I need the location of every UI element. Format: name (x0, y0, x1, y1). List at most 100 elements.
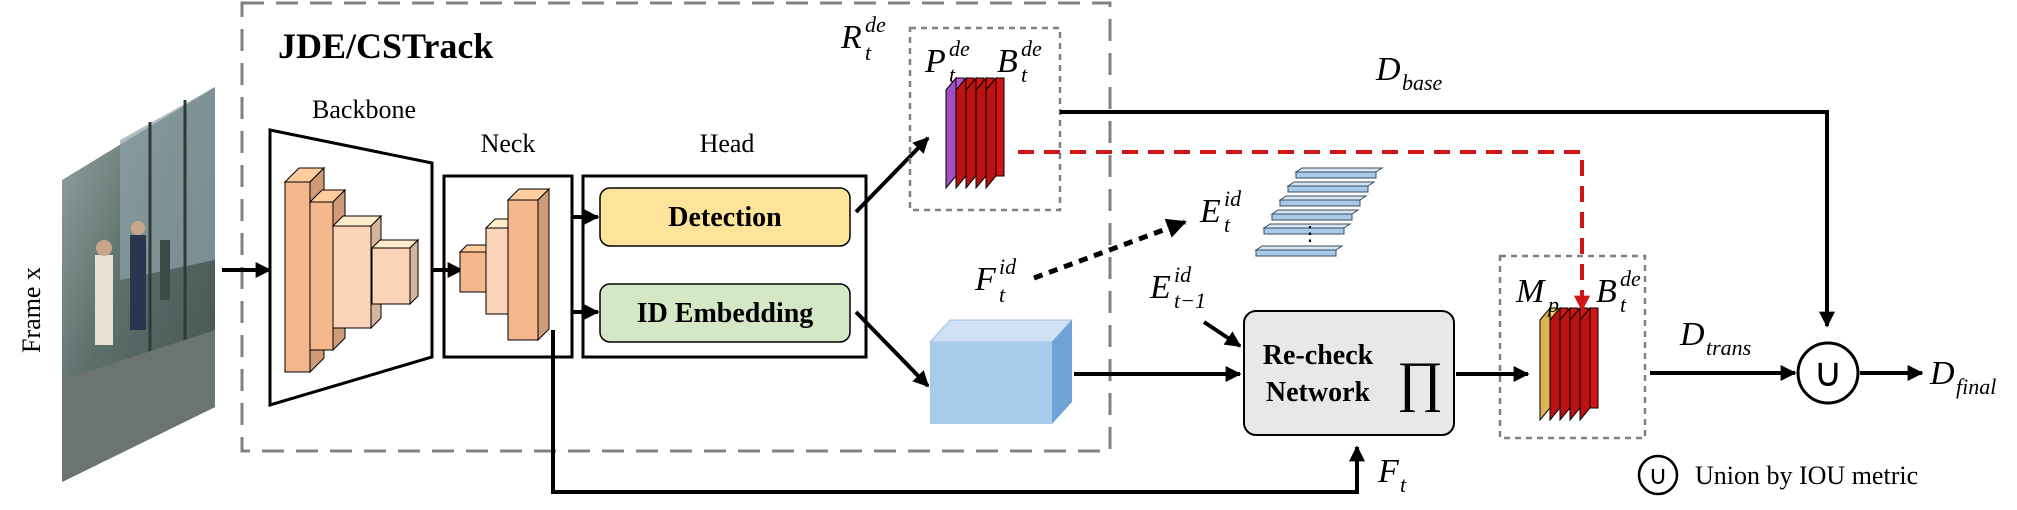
svg-text:t: t (1021, 62, 1028, 87)
svg-text:trans: trans (1706, 335, 1751, 360)
neck-to-recheck-path (551, 330, 1365, 494)
math-label-ft: F t (1377, 453, 1407, 497)
svg-text:t: t (1400, 472, 1407, 497)
svg-text:id: id (1224, 186, 1242, 211)
neck-layers (458, 187, 551, 342)
math-label-fid: F id t (974, 254, 1017, 307)
eid-bar (1263, 227, 1345, 235)
svg-text:P: P (924, 43, 946, 80)
base-to-transfer-red-dashed-arrow (1018, 150, 1590, 312)
svg-text:R: R (840, 19, 862, 56)
math-label-dbase: D base (1375, 51, 1443, 95)
neck-label: Neck (481, 129, 536, 158)
detection-output-box (908, 26, 1062, 212)
backbone-label: Backbone (312, 95, 416, 124)
transfer-sheet (1569, 306, 1581, 422)
math-label-b-detection: B de t (997, 36, 1042, 87)
eid-bar (1287, 185, 1369, 193)
backbone-layer (370, 238, 420, 306)
eid-bar-top (1270, 209, 1360, 215)
framework-title: JDE/CSTrack (278, 26, 493, 66)
svg-text:B: B (997, 43, 1018, 80)
detection-sheet (965, 76, 977, 190)
eid-bar (1295, 171, 1377, 179)
math-label-eid: E id t (1199, 186, 1242, 237)
id-embedding-box (599, 283, 851, 343)
neck-box (442, 174, 574, 359)
detection-to-output-arrow (854, 136, 930, 214)
input-frame-image (62, 87, 215, 482)
svg-text:de: de (865, 12, 886, 37)
legend-union-icon (1637, 454, 1679, 496)
math-label-mp: M p (1515, 273, 1559, 317)
svg-text:F: F (974, 261, 997, 298)
transfer-sheet (1559, 306, 1571, 422)
recheck-label-line2: Network (1266, 377, 1371, 408)
svg-text:id: id (999, 254, 1017, 279)
legend-text: Union by IOU metric (1695, 461, 1918, 490)
eid-stack-ellipsis: ⋮ (1300, 223, 1320, 245)
detection-label: Detection (668, 202, 782, 233)
svg-text:B: B (1596, 273, 1617, 310)
svg-text:base: base (1402, 70, 1443, 95)
svg-text:final: final (1956, 374, 1996, 399)
svg-text:F: F (1377, 453, 1400, 490)
frame-label: Frame x (17, 267, 46, 353)
transfer-sheet-face (1589, 307, 1599, 409)
svg-text:t: t (999, 282, 1006, 307)
union-symbol: ∪ (1813, 350, 1842, 395)
eid-bar (1271, 213, 1353, 221)
detection-output-sheets (945, 76, 1005, 190)
transfer-output-box (1498, 254, 1647, 440)
union-circle (1796, 341, 1860, 405)
svg-text:E: E (1149, 269, 1171, 306)
transfer-output-sheets (1539, 306, 1599, 422)
math-label-b-transfer: B de t (1596, 266, 1641, 317)
svg-text:de: de (1620, 266, 1641, 291)
id-to-feature-arrow (854, 310, 930, 388)
eid-bar-top (1294, 167, 1384, 173)
svg-text:t−1: t−1 (1174, 288, 1206, 313)
head-label: Head (700, 129, 755, 158)
head-box (581, 174, 868, 359)
framework-box (240, 1, 1112, 453)
svg-text:t: t (1620, 292, 1627, 317)
math-label-dtrans: D trans (1679, 316, 1751, 360)
detection-box (599, 187, 851, 247)
detection-sheet (955, 76, 967, 190)
detection-sheet (945, 76, 957, 190)
eid-bar-top (1286, 181, 1376, 187)
legend-union-symbol: ∪ (1648, 461, 1667, 490)
svg-text:D: D (1375, 51, 1401, 88)
math-label-eid-prev: E id t−1 (1149, 262, 1206, 313)
eid-bar (1279, 199, 1361, 207)
id-feature-cube (928, 319, 1074, 424)
dbase-path (1060, 110, 1835, 328)
recheck-network-box (1243, 310, 1455, 436)
svg-text:de: de (949, 36, 970, 61)
eprev-to-recheck-arrow (1202, 320, 1242, 348)
detection-sheet (985, 76, 997, 190)
eid-bar (1255, 249, 1337, 257)
fid-to-eid-arrow (1033, 218, 1187, 281)
svg-text:D: D (1679, 316, 1705, 353)
eid-embedding-stack (1254, 167, 1384, 257)
svg-text:t: t (865, 40, 872, 65)
backbone-box (268, 128, 434, 408)
math-label-dfinal: D final (1929, 355, 1996, 399)
svg-text:M: M (1515, 273, 1546, 310)
svg-text:t: t (1224, 212, 1231, 237)
backbone-layers (283, 166, 420, 374)
id-embedding-label: ID Embedding (637, 298, 814, 329)
neck-layer (506, 187, 551, 342)
svg-text:de: de (1021, 36, 1042, 61)
transfer-sheet (1539, 306, 1551, 422)
svg-text:E: E (1199, 193, 1221, 230)
svg-text:id: id (1174, 262, 1192, 287)
svg-text:t: t (949, 62, 956, 87)
transfer-sheet (1549, 306, 1561, 422)
svg-text:p: p (1546, 292, 1559, 317)
product-symbol: ∏ (1397, 351, 1443, 413)
detection-sheet (975, 76, 987, 190)
math-label-p: P de t (924, 36, 970, 87)
